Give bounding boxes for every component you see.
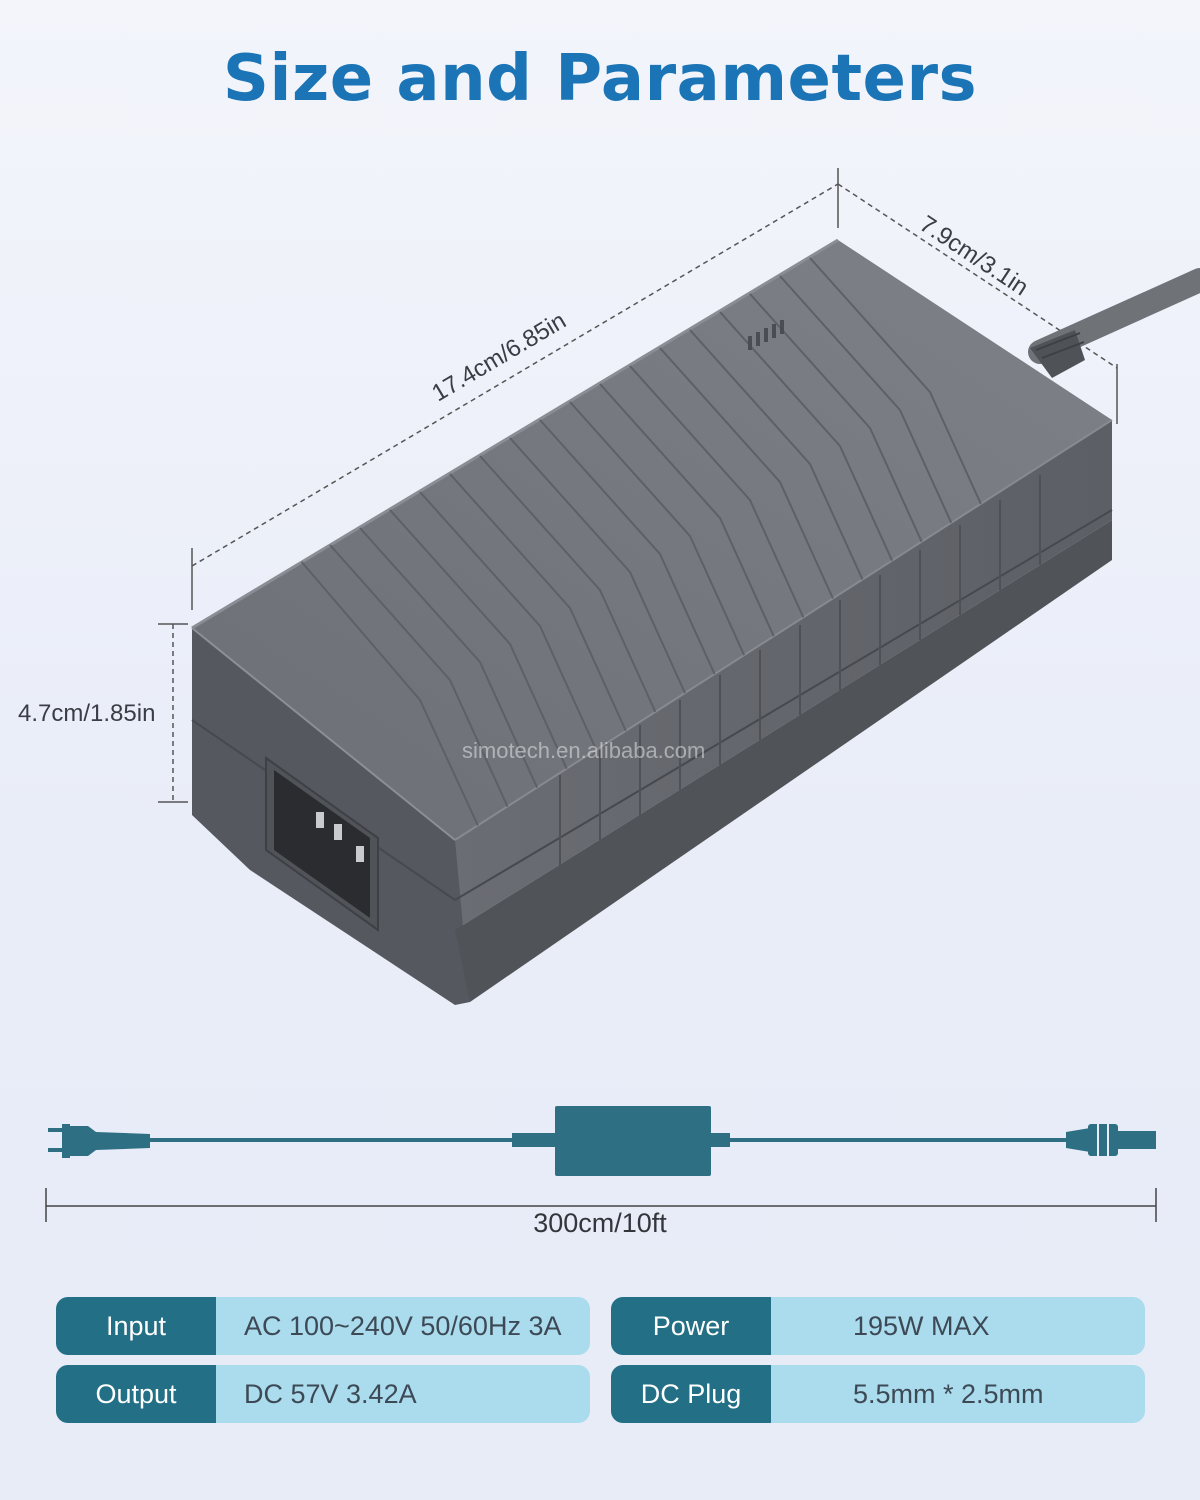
adapter-box-icon [555,1106,711,1176]
spec-power: Power 195W MAX [611,1297,1145,1355]
height-label: 4.7cm/1.85in [18,700,155,727]
spec-dc-plug-key: DC Plug [611,1365,771,1423]
spec-input: Input AC 100~240V 50/60Hz 3A [56,1297,590,1355]
ac-plug-icon [48,1124,150,1158]
spec-power-value: 195W MAX [853,1310,990,1341]
spec-dc-plug: DC Plug 5.5mm * 2.5mm [611,1365,1145,1423]
cable-length-label: 300cm/10ft [533,1208,667,1238]
chevron-ridges [299,257,991,831]
dc-plug-icon [1066,1124,1156,1156]
side-ribs [559,475,1041,865]
spec-dc-plug-value: 5.5mm * 2.5mm [853,1378,1044,1409]
spec-output: Output DC 57V 3.42A [56,1365,590,1423]
length-label: 17.4cm/6.85in [427,307,571,407]
spec-output-key: Output [56,1365,216,1423]
width-label: 7.9cm/3.1in [915,210,1033,301]
spec-input-key: Input [56,1297,216,1355]
spec-input-value: AC 100~240V 50/60Hz 3A [244,1310,562,1341]
cable-diagram [45,1106,1157,1222]
spec-output-value: DC 57V 3.42A [244,1378,417,1409]
output-cable [1028,268,1200,378]
vent-slots [748,320,784,350]
page-title: Size and Parameters [222,42,978,116]
watermark-text: simotech.en.alibaba.com [462,738,705,763]
height-dimension: 4.7cm/1.85in [18,623,188,803]
power-adapter-icon [191,238,1113,1005]
spec-power-key: Power [611,1297,771,1355]
c14-inlet-icon [265,756,379,932]
